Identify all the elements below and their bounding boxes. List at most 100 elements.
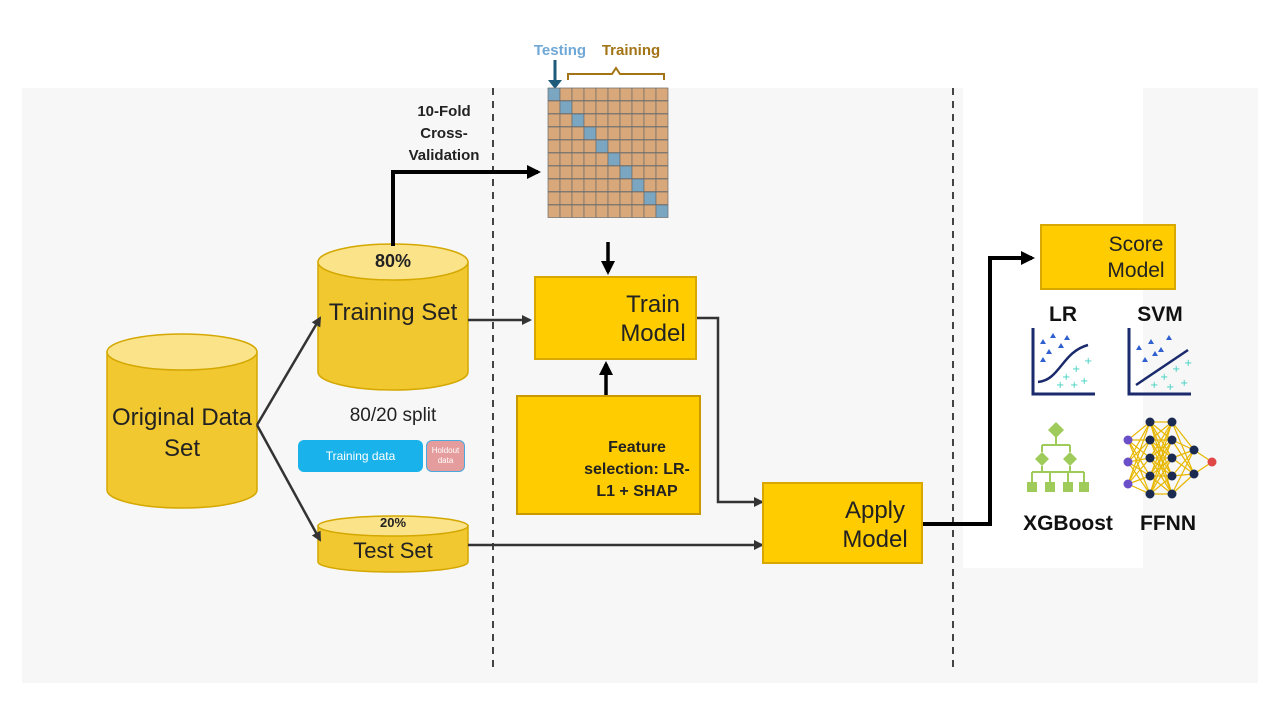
arrow-to-test-set bbox=[255, 424, 322, 542]
cv-fold-training-cell bbox=[655, 113, 669, 127]
cv-fold-training-cell bbox=[547, 191, 561, 205]
training-set-label: Training Set bbox=[328, 299, 458, 326]
cv-fold-training-cell bbox=[619, 126, 633, 140]
svg-text:+: + bbox=[1056, 380, 1064, 391]
nn-node bbox=[1207, 457, 1217, 467]
model-ffnn-label: FFNN bbox=[1140, 512, 1196, 535]
nn-edge bbox=[1149, 421, 1173, 477]
cv-fold-training-cell bbox=[643, 126, 657, 140]
nn-edge bbox=[1171, 449, 1195, 495]
svg-text:+: + bbox=[1172, 364, 1180, 375]
cv-fold-training-cell bbox=[559, 87, 573, 101]
cv-fold-training-cell bbox=[643, 204, 657, 218]
nn-edge bbox=[1171, 421, 1195, 451]
cv-fold-testing-cell bbox=[631, 178, 645, 192]
training-data-pill: Training data bbox=[298, 440, 423, 472]
svg-text:+: + bbox=[1080, 376, 1088, 387]
cv-fold-training-cell bbox=[571, 204, 585, 218]
cv-fold-training-cell bbox=[583, 165, 597, 179]
cv-fold-training-cell bbox=[571, 139, 585, 153]
nn-node bbox=[1123, 457, 1133, 467]
cv-fold-training-cell bbox=[547, 100, 561, 114]
testing-label-text: Testing bbox=[533, 42, 587, 59]
cv-fold-training-cell bbox=[559, 113, 573, 127]
nn-node bbox=[1145, 453, 1155, 463]
cv-fold-testing-cell bbox=[583, 126, 597, 140]
svg-text:+: + bbox=[1160, 372, 1168, 383]
cv-fold-training-cell bbox=[655, 191, 669, 205]
nn-edge bbox=[1127, 457, 1151, 485]
cv-fold-training-cell bbox=[547, 165, 561, 179]
cv-fold-testing-cell bbox=[655, 204, 669, 218]
cv-fold-training-cell bbox=[619, 178, 633, 192]
cv-fold-training-cell bbox=[643, 139, 657, 153]
cv-fold-training-cell bbox=[595, 87, 609, 101]
test-set-label: Test Set bbox=[353, 538, 433, 563]
cv-fold-training-cell bbox=[571, 87, 585, 101]
nn-edge bbox=[1127, 439, 1151, 495]
cv-fold-training-cell bbox=[655, 178, 669, 192]
svg-text:+: + bbox=[1062, 372, 1070, 383]
nn-node bbox=[1189, 469, 1199, 479]
cv-fold-training-cell bbox=[571, 152, 585, 166]
nn-edge bbox=[1171, 421, 1195, 475]
cv-fold-training-cell bbox=[595, 204, 609, 218]
training-set-percent: 80% bbox=[374, 251, 412, 271]
nn-edge bbox=[1171, 473, 1195, 495]
cv-fold-training-cell bbox=[631, 204, 645, 218]
cv-fold-training-cell bbox=[655, 126, 669, 140]
cv-fold-training-cell bbox=[571, 178, 585, 192]
nn-edge bbox=[1127, 421, 1151, 463]
nn-edge bbox=[1127, 439, 1151, 477]
cv-fold-training-cell bbox=[619, 191, 633, 205]
cv-fold-training-cell bbox=[607, 100, 621, 114]
training-label-text: Training bbox=[601, 42, 661, 59]
logistic-curve-icon: +++ +++ bbox=[1031, 328, 1095, 396]
cv-fold-training-cell bbox=[643, 178, 657, 192]
nn-node bbox=[1145, 417, 1155, 427]
cv-fold-training-cell bbox=[571, 191, 585, 205]
cv-fold-training-cell bbox=[571, 100, 585, 114]
nn-edge bbox=[1127, 439, 1151, 459]
nn-node bbox=[1145, 471, 1155, 481]
train-model-box: Train Model bbox=[534, 276, 697, 360]
nn-edge bbox=[1127, 439, 1151, 463]
cv-fold-training-cell bbox=[607, 87, 621, 101]
cv-fold-training-cell bbox=[559, 126, 573, 140]
cv-fold-training-cell bbox=[655, 165, 669, 179]
feature-selection-box: Feature selection: LR-L1 + SHAP bbox=[516, 395, 701, 515]
cv-fold-training-cell bbox=[631, 152, 645, 166]
arrow-train-to-apply bbox=[697, 316, 764, 507]
svg-text:+: + bbox=[1072, 364, 1080, 375]
nn-node bbox=[1123, 435, 1133, 445]
cv-fold-testing-cell bbox=[619, 165, 633, 179]
svg-text:+: + bbox=[1084, 356, 1092, 367]
cv-fold-training-cell bbox=[595, 113, 609, 127]
feature-selection-label: Feature selection: LR-L1 + SHAP bbox=[584, 439, 690, 500]
cv-fold-training-cell bbox=[607, 113, 621, 127]
split-label: 80/20 split bbox=[349, 405, 437, 426]
nn-edge bbox=[1149, 421, 1173, 495]
cv-fold-training-cell bbox=[583, 100, 597, 114]
nn-edge bbox=[1149, 421, 1173, 441]
test-set-percent: 20% bbox=[379, 515, 407, 530]
cv-fold-testing-cell bbox=[571, 113, 585, 127]
cv-fold-training-cell bbox=[643, 152, 657, 166]
nn-node bbox=[1145, 489, 1155, 499]
cv-fold-training-cell bbox=[559, 165, 573, 179]
training-data-pill-text: Training data bbox=[325, 449, 396, 463]
cv-fold-training-cell bbox=[559, 191, 573, 205]
cv-fold-training-cell bbox=[619, 152, 633, 166]
cv-fold-training-cell bbox=[631, 87, 645, 101]
svg-text:+: + bbox=[1150, 380, 1158, 391]
nn-edge bbox=[1127, 421, 1151, 441]
cv-fold-training-cell bbox=[547, 178, 561, 192]
nn-edge bbox=[1127, 439, 1151, 485]
svg-text:+: + bbox=[1180, 378, 1188, 389]
score-model-label: Score Model bbox=[1107, 233, 1165, 282]
cv-fold-training-cell bbox=[643, 100, 657, 114]
svm-boundary-icon: +++ +++ bbox=[1127, 328, 1192, 396]
cv-fold-training-cell bbox=[583, 152, 597, 166]
